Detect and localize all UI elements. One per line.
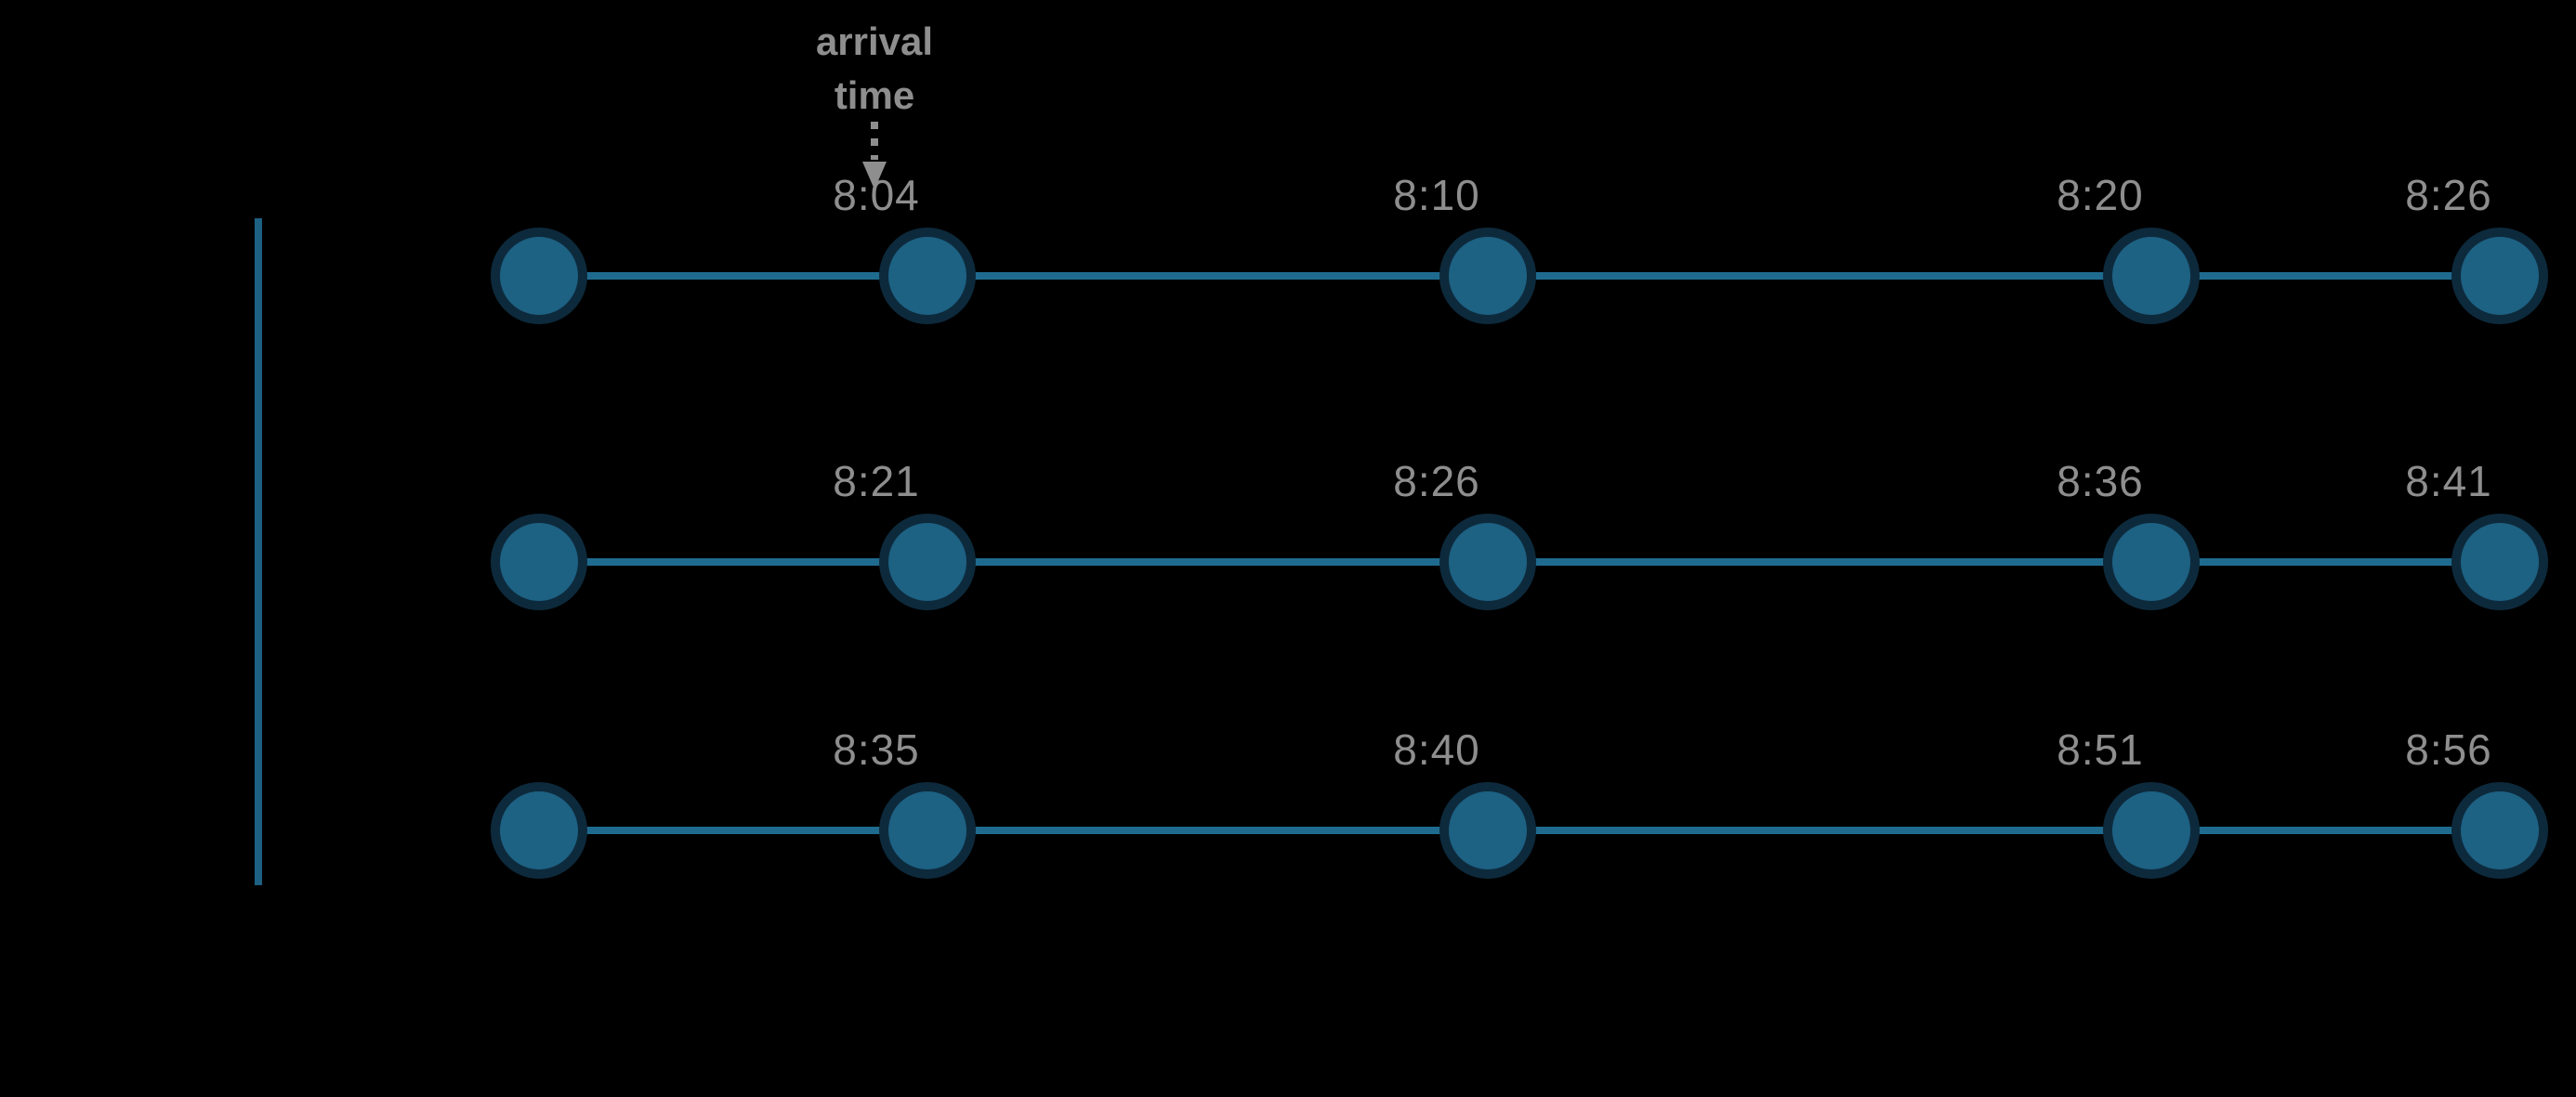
stop-time-label: 8:35 [833,725,920,774]
stop-node [491,514,587,610]
stop-node [879,514,976,610]
stop-time-label: 8:51 [2057,725,2144,774]
stop-node [1439,514,1536,610]
stop-node [2103,514,2200,610]
stop-time-label: 8:41 [2405,457,2492,505]
arrival-time-annotation: arrival time [816,15,933,123]
stop-node [491,228,587,324]
stop-time-label: 8:20 [2057,171,2144,219]
stop-node [1439,228,1536,324]
stop-time-label: 8:26 [1393,457,1480,505]
stop-node [491,782,587,879]
stop-time-label: 8:36 [2057,457,2144,505]
stop-time-label: 8:21 [833,457,920,505]
stop-node [2103,228,2200,324]
stop-time-label: 8:56 [2405,725,2492,774]
dotted-down-arrow-icon [862,122,887,189]
stop-node [2451,228,2548,324]
stop-time-label: 8:40 [1393,725,1480,774]
stop-node [1439,782,1536,879]
stop-time-label: 8:26 [2405,171,2492,219]
arrival-time-annotation-line1: arrival [815,20,934,63]
arrival-time-annotation-line2: time [834,73,915,117]
route-axis-line [255,218,262,885]
stop-node [2103,782,2200,879]
stop-node [2451,514,2548,610]
stop-time-label: 8:10 [1393,171,1480,219]
stop-node [879,228,976,324]
stop-node [879,782,976,879]
stop-node [2451,782,2548,879]
